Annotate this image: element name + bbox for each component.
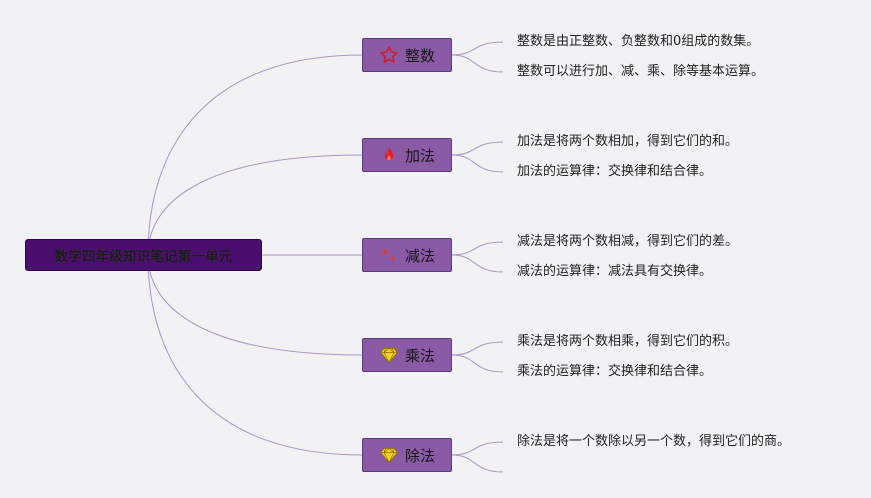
diamond-icon <box>379 345 399 365</box>
branch-addition[interactable]: 加法 <box>362 138 452 172</box>
sparkle-icon <box>379 245 399 265</box>
note-text[interactable]: 减法的运算律：减法具有交换律。 <box>517 264 713 279</box>
note-text[interactable]: 除法是将一个数除以另一个数，得到它们的商。 <box>517 434 791 449</box>
connector-leaf <box>451 54 504 73</box>
connector-leaf <box>451 41 504 56</box>
root-topic[interactable]: 数学四年级知识笔记第一单元 <box>25 239 262 271</box>
connector-leaf <box>451 341 504 356</box>
note-text[interactable]: 加法是将两个数相加，得到它们的和。 <box>517 134 739 149</box>
connector-branch <box>147 54 363 256</box>
note-text[interactable]: 整数可以进行加、减、乘、除等基本运算。 <box>517 64 765 79</box>
branch-division[interactable]: 除法 <box>362 438 452 472</box>
connector-leaf <box>451 254 504 273</box>
branch-integers[interactable]: 整数 <box>362 38 452 72</box>
root-topic-label: 数学四年级知识笔记第一单元 <box>54 249 233 265</box>
branch-label: 除法 <box>404 446 435 465</box>
branch-subtraction[interactable]: 减法 <box>362 238 452 272</box>
branch-multiplication[interactable]: 乘法 <box>362 338 452 372</box>
connector-leaf <box>451 241 504 256</box>
connector-leaf <box>451 141 504 156</box>
star-outline-icon <box>379 45 399 65</box>
connector-branch <box>147 254 363 356</box>
note-text[interactable]: 乘法是将两个数相乘，得到它们的积。 <box>517 334 739 349</box>
note-text[interactable]: 整数是由正整数、负整数和0组成的数集。 <box>517 34 760 49</box>
branch-label: 加法 <box>404 146 435 165</box>
connector-branch <box>147 254 363 456</box>
connector-leaf <box>451 354 504 373</box>
branch-label: 乘法 <box>404 346 435 365</box>
connector-leaf <box>451 154 504 173</box>
diamond-icon <box>379 445 399 465</box>
note-text[interactable]: 加法的运算律：交换律和结合律。 <box>517 164 713 179</box>
connector-leaf <box>451 441 504 456</box>
note-text[interactable]: 乘法的运算律：交换律和结合律。 <box>517 364 713 379</box>
branch-label: 减法 <box>404 246 435 265</box>
flame-icon <box>379 145 399 165</box>
note-text[interactable]: 减法是将两个数相减，得到它们的差。 <box>517 234 739 249</box>
connector-branch <box>147 154 363 256</box>
branch-label: 整数 <box>404 46 435 65</box>
connector-leaf <box>451 454 504 473</box>
